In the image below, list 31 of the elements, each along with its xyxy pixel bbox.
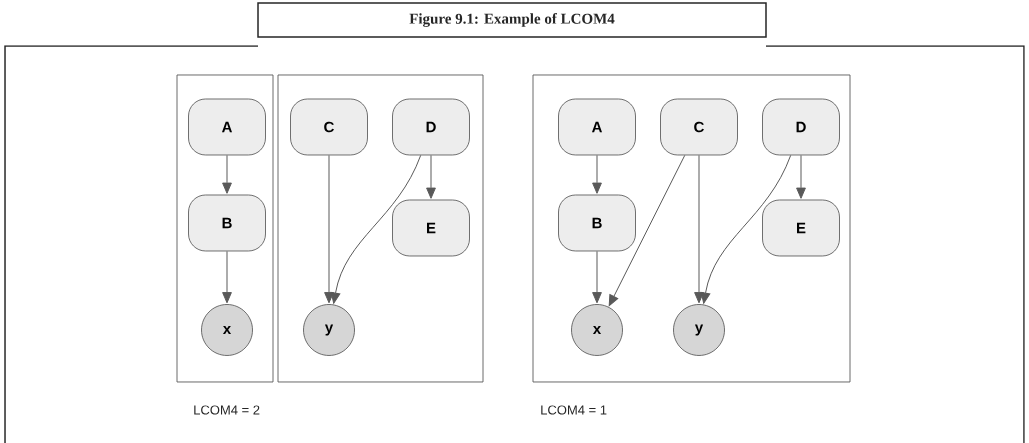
rounded-box: B: [188, 194, 266, 252]
rounded-box: A: [558, 98, 636, 156]
caption-label: LCOM4 = 2: [194, 405, 260, 415]
panel-box: [532, 74, 851, 383]
arrow: [796, 154, 806, 199]
arrow: [592, 154, 602, 194]
arrow: [324, 154, 334, 304]
arrow: [222, 250, 232, 304]
rounded-box: D: [762, 98, 840, 156]
arrow: [592, 250, 602, 304]
caption-label: LCOM4 = 1: [541, 405, 607, 415]
panel-box: [176, 74, 274, 383]
circle-node: x: [571, 304, 623, 356]
rounded-box: E: [392, 199, 470, 257]
arrow: [608, 154, 686, 307]
arrow: [694, 154, 704, 304]
rounded-box: C: [660, 98, 738, 156]
arrow: [222, 154, 232, 194]
rounded-box: E: [762, 199, 840, 257]
circle-node: y: [303, 304, 355, 356]
circle-node: x: [201, 304, 253, 356]
arrow: [700, 154, 792, 304]
arrow: [330, 154, 422, 304]
rounded-box: A: [188, 98, 266, 156]
rounded-box: B: [558, 194, 636, 252]
circle-node: y: [673, 304, 725, 356]
arrow: [426, 154, 436, 199]
panel-box: [277, 74, 484, 383]
rounded-box: D: [392, 98, 470, 156]
rounded-box: C: [290, 98, 368, 156]
title-box: Figure 9.1: Example of LCOM4: [257, 2, 767, 38]
